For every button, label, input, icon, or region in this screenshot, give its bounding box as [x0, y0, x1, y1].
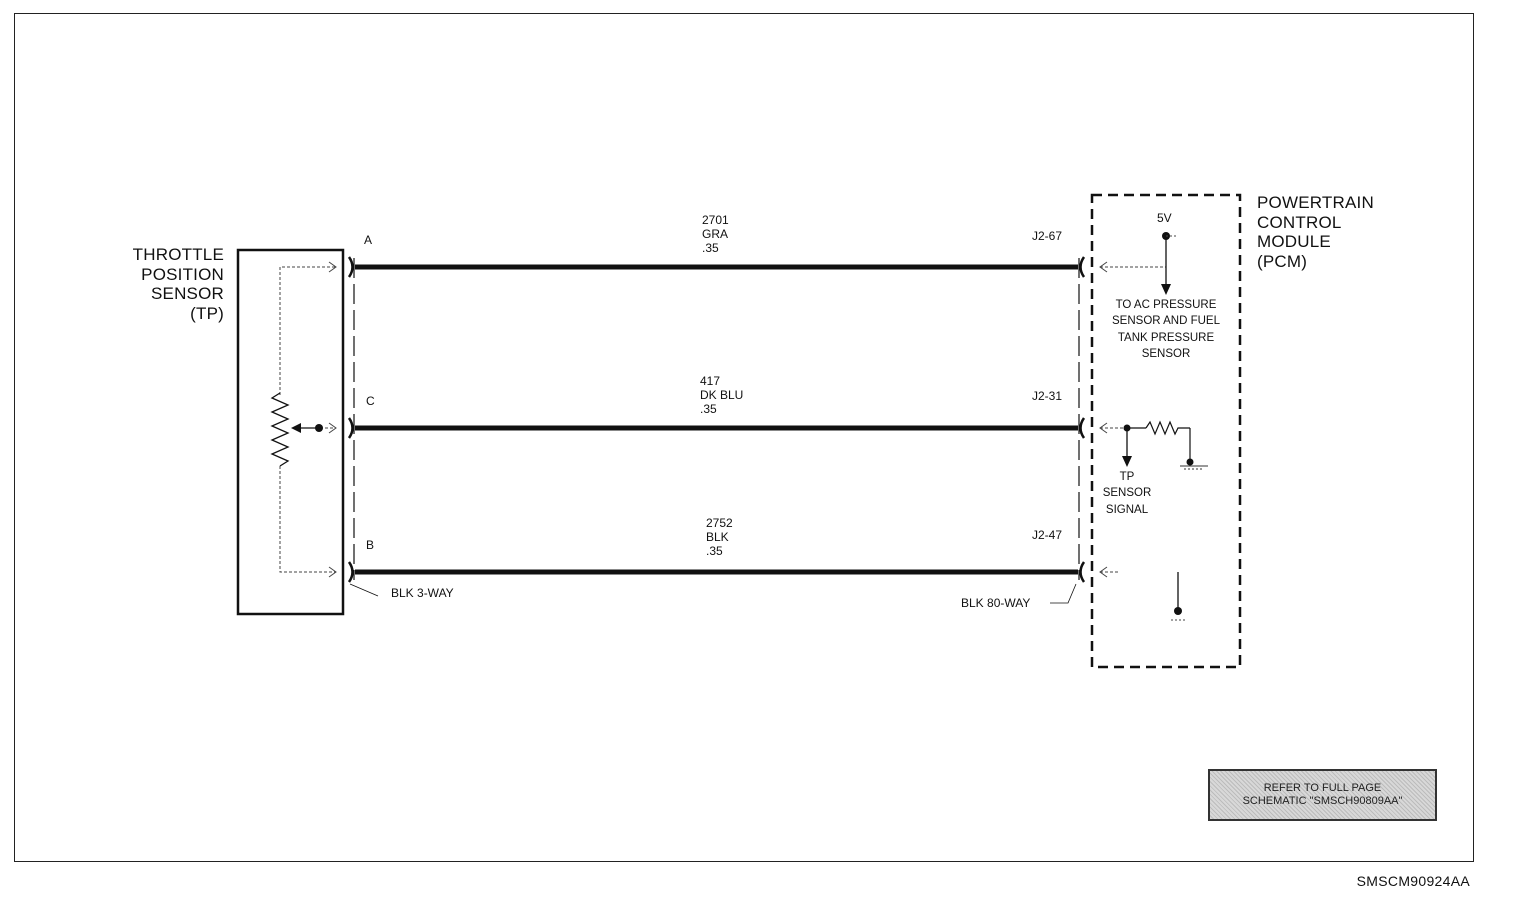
sensor-connector: [347, 256, 379, 597]
wire-color: BLK: [706, 529, 729, 544]
tp-sensor-label-line: POSITION: [141, 264, 224, 284]
tp-sensor-label: THROTTLE POSITION SENSOR (TP): [108, 245, 224, 323]
supply-5v-label: 5V: [1157, 211, 1172, 225]
pcm-module-box: [1090, 193, 1242, 669]
tp-signal-note: TP SENSOR SIGNAL: [1096, 469, 1158, 518]
reference-note-line: SCHEMATIC "SMSCH90809AA": [1242, 795, 1403, 807]
pin-letter-a: A: [364, 233, 373, 247]
supply-arrow-icon: [1161, 284, 1171, 295]
figure-id: SMSCM90924AA: [1356, 873, 1470, 889]
pcm-connector: [1050, 256, 1086, 604]
pcm-pin-j2-47: J2-47: [1032, 528, 1063, 542]
circuit-label-417: 417 DK BLU .35: [700, 374, 744, 416]
signal-note-line: SIGNAL: [1105, 503, 1149, 516]
circuit-label-2752: 2752 BLK .35: [706, 516, 733, 558]
signal-arrow-icon: [1122, 456, 1132, 467]
supply-note-line: TANK PRESSURE: [1117, 331, 1215, 344]
circuit-number: 417: [700, 374, 721, 388]
wiper-junction-dot: [315, 424, 323, 432]
supply-note-line: SENSOR AND FUEL: [1112, 315, 1220, 328]
ground-icon: [1180, 465, 1208, 470]
supply-note-line: SENSOR: [1141, 347, 1191, 360]
wire-gauge: .35: [702, 240, 719, 255]
circuit-number: 2701: [702, 213, 729, 227]
potentiometer-resistor-icon: [270, 392, 290, 467]
pcm-label-line: CONTROL: [1257, 212, 1342, 232]
circuit-number: 2752: [706, 516, 733, 530]
wiper-arrow-icon: [291, 423, 301, 433]
tp-sensor-label-line: THROTTLE: [132, 245, 224, 264]
pin-letter-c: C: [366, 394, 375, 408]
tp-sensor-label-line: (TP): [190, 303, 224, 323]
circuit-label-2701: 2701 GRA .35: [702, 213, 729, 255]
sensor-connector-label: BLK 3-WAY: [391, 586, 454, 600]
pcm-label-line: MODULE: [1257, 232, 1331, 252]
supply-note-line: TO AC PRESSURE: [1115, 299, 1217, 311]
circuit-wires: [355, 264, 1078, 575]
tp-sensor-body: [236, 248, 345, 616]
reference-note-line: REFER TO FULL PAGE: [1263, 781, 1382, 794]
tp-sensor-label-line: SENSOR: [151, 284, 224, 304]
pcm-pin-j2-31: J2-31: [1032, 389, 1063, 403]
pcm-pin-j2-67: J2-67: [1032, 229, 1063, 243]
diagram-frame: [14, 13, 1474, 862]
wire-color: GRA: [702, 226, 729, 241]
pulldown-resistor-icon: [1145, 420, 1190, 436]
wire-gauge: .35: [706, 543, 723, 558]
supply-destination-note: TO AC PRESSURE SENSOR AND FUEL TANK PRES…: [1098, 297, 1234, 362]
pcm-label-line: POWERTRAIN: [1257, 193, 1374, 212]
wire-color: DK BLU: [700, 387, 744, 402]
pin-letter-b: B: [366, 538, 375, 552]
pcm-label: POWERTRAIN CONTROL MODULE (PCM): [1257, 193, 1374, 271]
pcm-connector-label: BLK 80-WAY: [961, 596, 1031, 610]
pcm-label-line: (PCM): [1257, 251, 1308, 271]
sensor-arrowheads: [328, 261, 337, 578]
low-reference-dot: [1174, 607, 1182, 615]
reference-note-box: REFER TO FULL PAGE SCHEMATIC "SMSCH90809…: [1208, 769, 1437, 821]
pcm-internal-leads: [1099, 261, 1166, 578]
ground-dot: [1186, 458, 1194, 466]
wire-gauge: .35: [700, 401, 717, 416]
signal-note-line: TP: [1119, 471, 1135, 483]
signal-note-line: SENSOR: [1102, 487, 1152, 500]
